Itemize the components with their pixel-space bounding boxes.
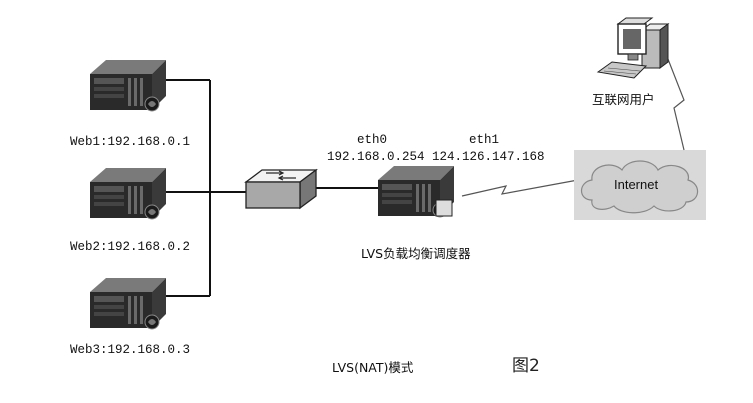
user-label: 互联网用户: [592, 92, 655, 107]
user-link: [665, 53, 685, 151]
mode-title: LVS(NAT)模式: [332, 360, 414, 375]
eth1-ip: 124.126.147.168: [432, 150, 545, 164]
web-server-3-icon: [89, 277, 167, 330]
figure-label: 图2: [512, 356, 540, 376]
user-computer-icon: [596, 17, 670, 79]
web-server-2-icon: [89, 167, 167, 220]
lvs-label: LVS负载均衡调度器: [361, 246, 471, 261]
eth1-name: eth1: [469, 133, 499, 147]
lvs-server-icon: [377, 165, 455, 218]
web3-label: Web3:192.168.0.3: [70, 343, 190, 357]
web-server-1-icon: [89, 59, 167, 112]
web2-label: Web2:192.168.0.2: [70, 240, 190, 254]
internet-cloud: [574, 150, 706, 220]
internet-label: Internet: [614, 177, 658, 192]
lan-wiring: [166, 79, 378, 297]
web1-label: Web1:192.168.0.1: [70, 135, 190, 149]
wan-link: [461, 179, 579, 197]
eth0-name: eth0: [357, 133, 387, 147]
eth0-ip: 192.168.0.254: [327, 150, 425, 164]
switch-icon: [244, 168, 318, 210]
